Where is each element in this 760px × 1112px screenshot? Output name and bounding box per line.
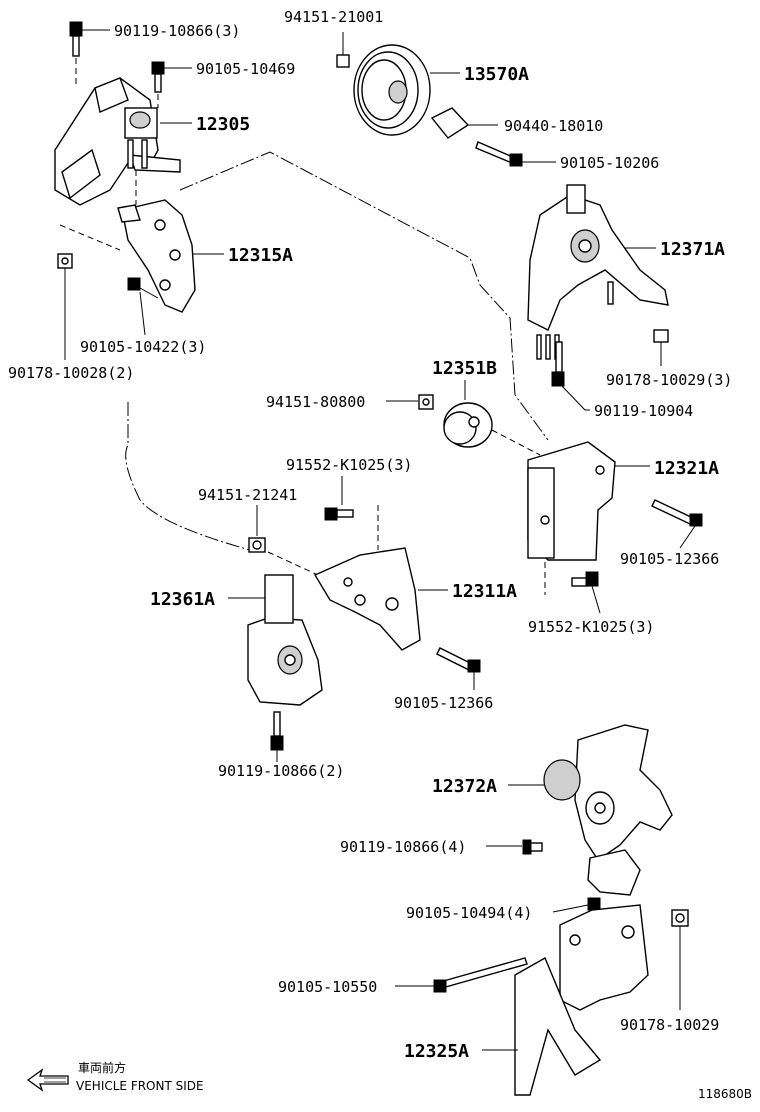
label-94151-21241: 94151-21241	[198, 486, 297, 504]
bolt-91552-K1025-3-top[interactable]	[324, 507, 354, 521]
bolt-90119-10866-2[interactable]	[270, 711, 284, 751]
label-90105-12366-right: 90105-12366	[620, 550, 719, 568]
label-90119-10904: 90119-10904	[594, 402, 693, 420]
label-90119-10866-3: 90119-10866(3)	[114, 22, 240, 40]
bolt-90105-10469[interactable]	[151, 61, 165, 93]
label-94151-80800: 94151-80800	[266, 393, 365, 411]
bolt-90119-10904[interactable]	[551, 341, 565, 387]
bracket-12325A[interactable]	[514, 904, 649, 1096]
bolt-90119-10866-3-top[interactable]	[69, 21, 83, 57]
label-90119-10866-4: 90119-10866(4)	[340, 838, 466, 856]
bracket-12321A[interactable]	[527, 441, 616, 561]
label-90105-10469: 90105-10469	[196, 60, 295, 78]
label-12315A: 12315A	[228, 245, 293, 266]
bracket-12315A[interactable]	[117, 199, 196, 313]
bracket-12311A[interactable]	[313, 547, 421, 651]
mount-12361A[interactable]	[247, 574, 323, 706]
label-90178-10028-2: 90178-10028(2)	[8, 364, 134, 382]
bolt-90105-10550[interactable]	[433, 957, 528, 993]
pulley-13570A[interactable]	[353, 44, 431, 136]
mount-12372A[interactable]	[543, 724, 673, 896]
label-90105-12366-center: 90105-12366	[394, 694, 493, 712]
label-12372A: 12372A	[432, 776, 497, 797]
front-arrow-icon	[26, 1068, 69, 1092]
label-13570A: 13570A	[464, 64, 529, 85]
label-12351B: 12351B	[432, 358, 497, 379]
bolt-90105-12366-center[interactable]	[436, 647, 481, 673]
legend-english: VEHICLE FRONT SIDE	[76, 1079, 204, 1093]
nut-90178-10028-2[interactable]	[57, 253, 73, 269]
label-12311A: 12311A	[452, 581, 517, 602]
label-12321A: 12321A	[654, 458, 719, 479]
stud-pair	[127, 139, 148, 169]
mount-12371A[interactable]	[527, 184, 669, 331]
label-12371A: 12371A	[660, 239, 725, 260]
label-12325A: 12325A	[404, 1041, 469, 1062]
label-90119-10866-2: 90119-10866(2)	[218, 762, 344, 780]
label-91552-K1025-3-top: 91552-K1025(3)	[286, 456, 412, 474]
nut-90178-10029[interactable]	[671, 909, 689, 927]
legend-japanese: 車両前方	[78, 1060, 126, 1075]
nut-94151-80800[interactable]	[418, 394, 434, 410]
nut-94151-21001[interactable]	[336, 54, 350, 68]
label-94151-21001: 94151-21001	[284, 8, 383, 26]
label-12361A: 12361A	[150, 589, 215, 610]
label-90105-10494-4: 90105-10494(4)	[406, 904, 532, 922]
bolt-90105-12366-right[interactable]	[651, 499, 703, 527]
label-90105-10550: 90105-10550	[278, 978, 377, 996]
label-90178-10029-3: 90178-10029(3)	[606, 371, 732, 389]
engine-outline	[125, 151, 549, 551]
label-91552-K1025-3-bottom: 91552-K1025(3)	[528, 618, 654, 636]
collar-90440-18010[interactable]	[430, 107, 470, 139]
nut-94151-21241[interactable]	[248, 537, 266, 553]
label-12305: 12305	[196, 114, 250, 135]
bolt-90105-10422-3[interactable]	[127, 277, 159, 299]
diagram-id: 118680B	[698, 1087, 752, 1101]
nut-90178-10029-3[interactable]	[653, 329, 669, 343]
damper-12351B[interactable]	[443, 402, 493, 448]
mount-12305[interactable]	[54, 77, 181, 206]
bolt-90119-10866-4[interactable]	[522, 839, 543, 855]
label-90178-10029: 90178-10029	[620, 1016, 719, 1034]
label-90105-10422-3: 90105-10422(3)	[80, 338, 206, 356]
leader-lines	[64, 29, 696, 1051]
label-90440-18010: 90440-18010	[504, 117, 603, 135]
label-90105-10206: 90105-10206	[560, 154, 659, 172]
bolt-90105-10206[interactable]	[475, 141, 523, 167]
bolt-91552-K1025-3-bottom[interactable]	[571, 571, 599, 587]
